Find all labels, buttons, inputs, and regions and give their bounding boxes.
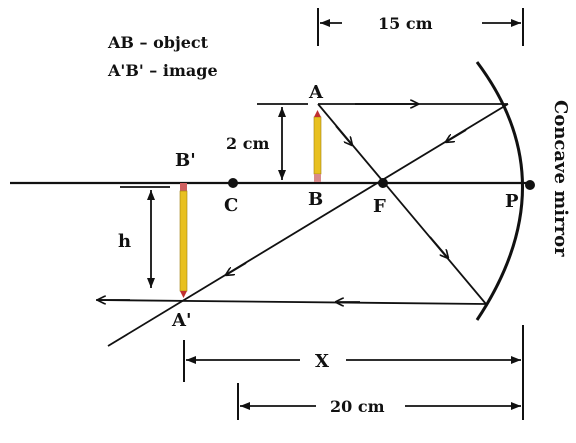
label-a-prime: A' <box>171 310 191 331</box>
point-c <box>228 178 238 188</box>
ray-arrow <box>226 262 247 275</box>
dimension-image-distance: X <box>183 325 524 420</box>
label-b: B <box>308 189 323 210</box>
label-b-prime: B' <box>175 150 196 171</box>
label-a: A <box>308 82 324 103</box>
concave-mirror <box>475 61 524 321</box>
ray-reflected-through-focus <box>107 103 509 347</box>
legend-object: AB – object <box>107 33 209 52</box>
point-p <box>525 180 535 190</box>
dimension-focal-length: 15 cm <box>317 8 524 46</box>
ray-reflected-parallel <box>95 299 487 305</box>
label-f: F <box>373 196 386 217</box>
dimension-object-height: 2 cm <box>226 103 308 180</box>
object-pencil <box>313 110 322 182</box>
object-distance-label: 20 cm <box>330 397 385 416</box>
ray-arrow <box>446 129 467 142</box>
image-height-label: h <box>118 231 131 252</box>
focal-length-label: 15 cm <box>378 14 433 33</box>
dimension-image-height: h <box>118 186 170 288</box>
dimension-object-distance: 20 cm <box>237 383 521 420</box>
label-c: C <box>224 195 238 216</box>
mirror-label: Concave mirror <box>550 100 571 257</box>
label-p: P <box>505 191 519 212</box>
object-height-label: 2 cm <box>226 134 269 153</box>
point-f <box>378 178 388 188</box>
ray-arrow <box>429 236 448 258</box>
ray-arrow <box>335 125 352 145</box>
image-distance-label: X <box>315 351 329 372</box>
legend-image: A'B' – image <box>107 61 218 80</box>
image-pencil <box>179 183 188 298</box>
